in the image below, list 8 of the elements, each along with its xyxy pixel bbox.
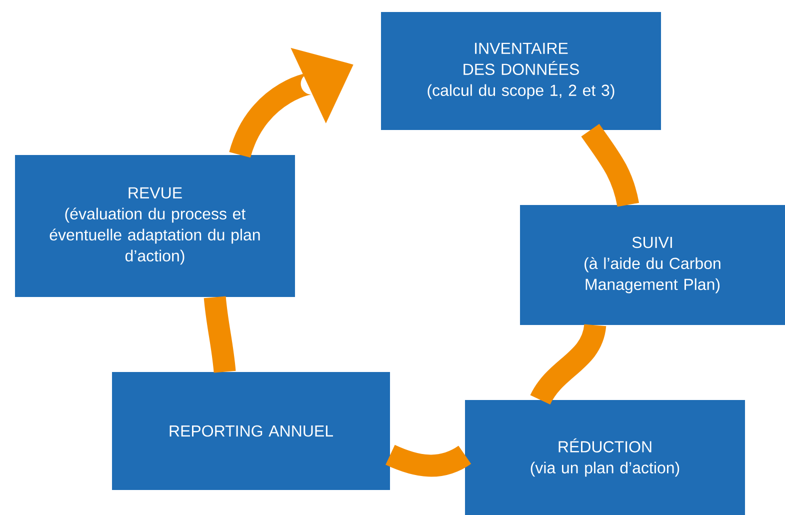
process-box: RÉDUCTION (via un plan d’action) <box>465 400 745 515</box>
cycle-arc <box>530 323 606 406</box>
process-box: SUIVI (à l’aide du Carbon Management Plan) <box>520 205 785 325</box>
process-box: REVUE (évaluation du process et éventuelle adaptation du plan d’action) <box>15 155 295 297</box>
process-box: INVENTAIRE DES DONNÉES (calcul du scope 1, 2 et 3) <box>381 12 661 130</box>
cycle-arc <box>204 296 236 373</box>
cycle-arc <box>581 124 639 208</box>
process-box: REPORTING ANNUEL <box>112 372 390 490</box>
